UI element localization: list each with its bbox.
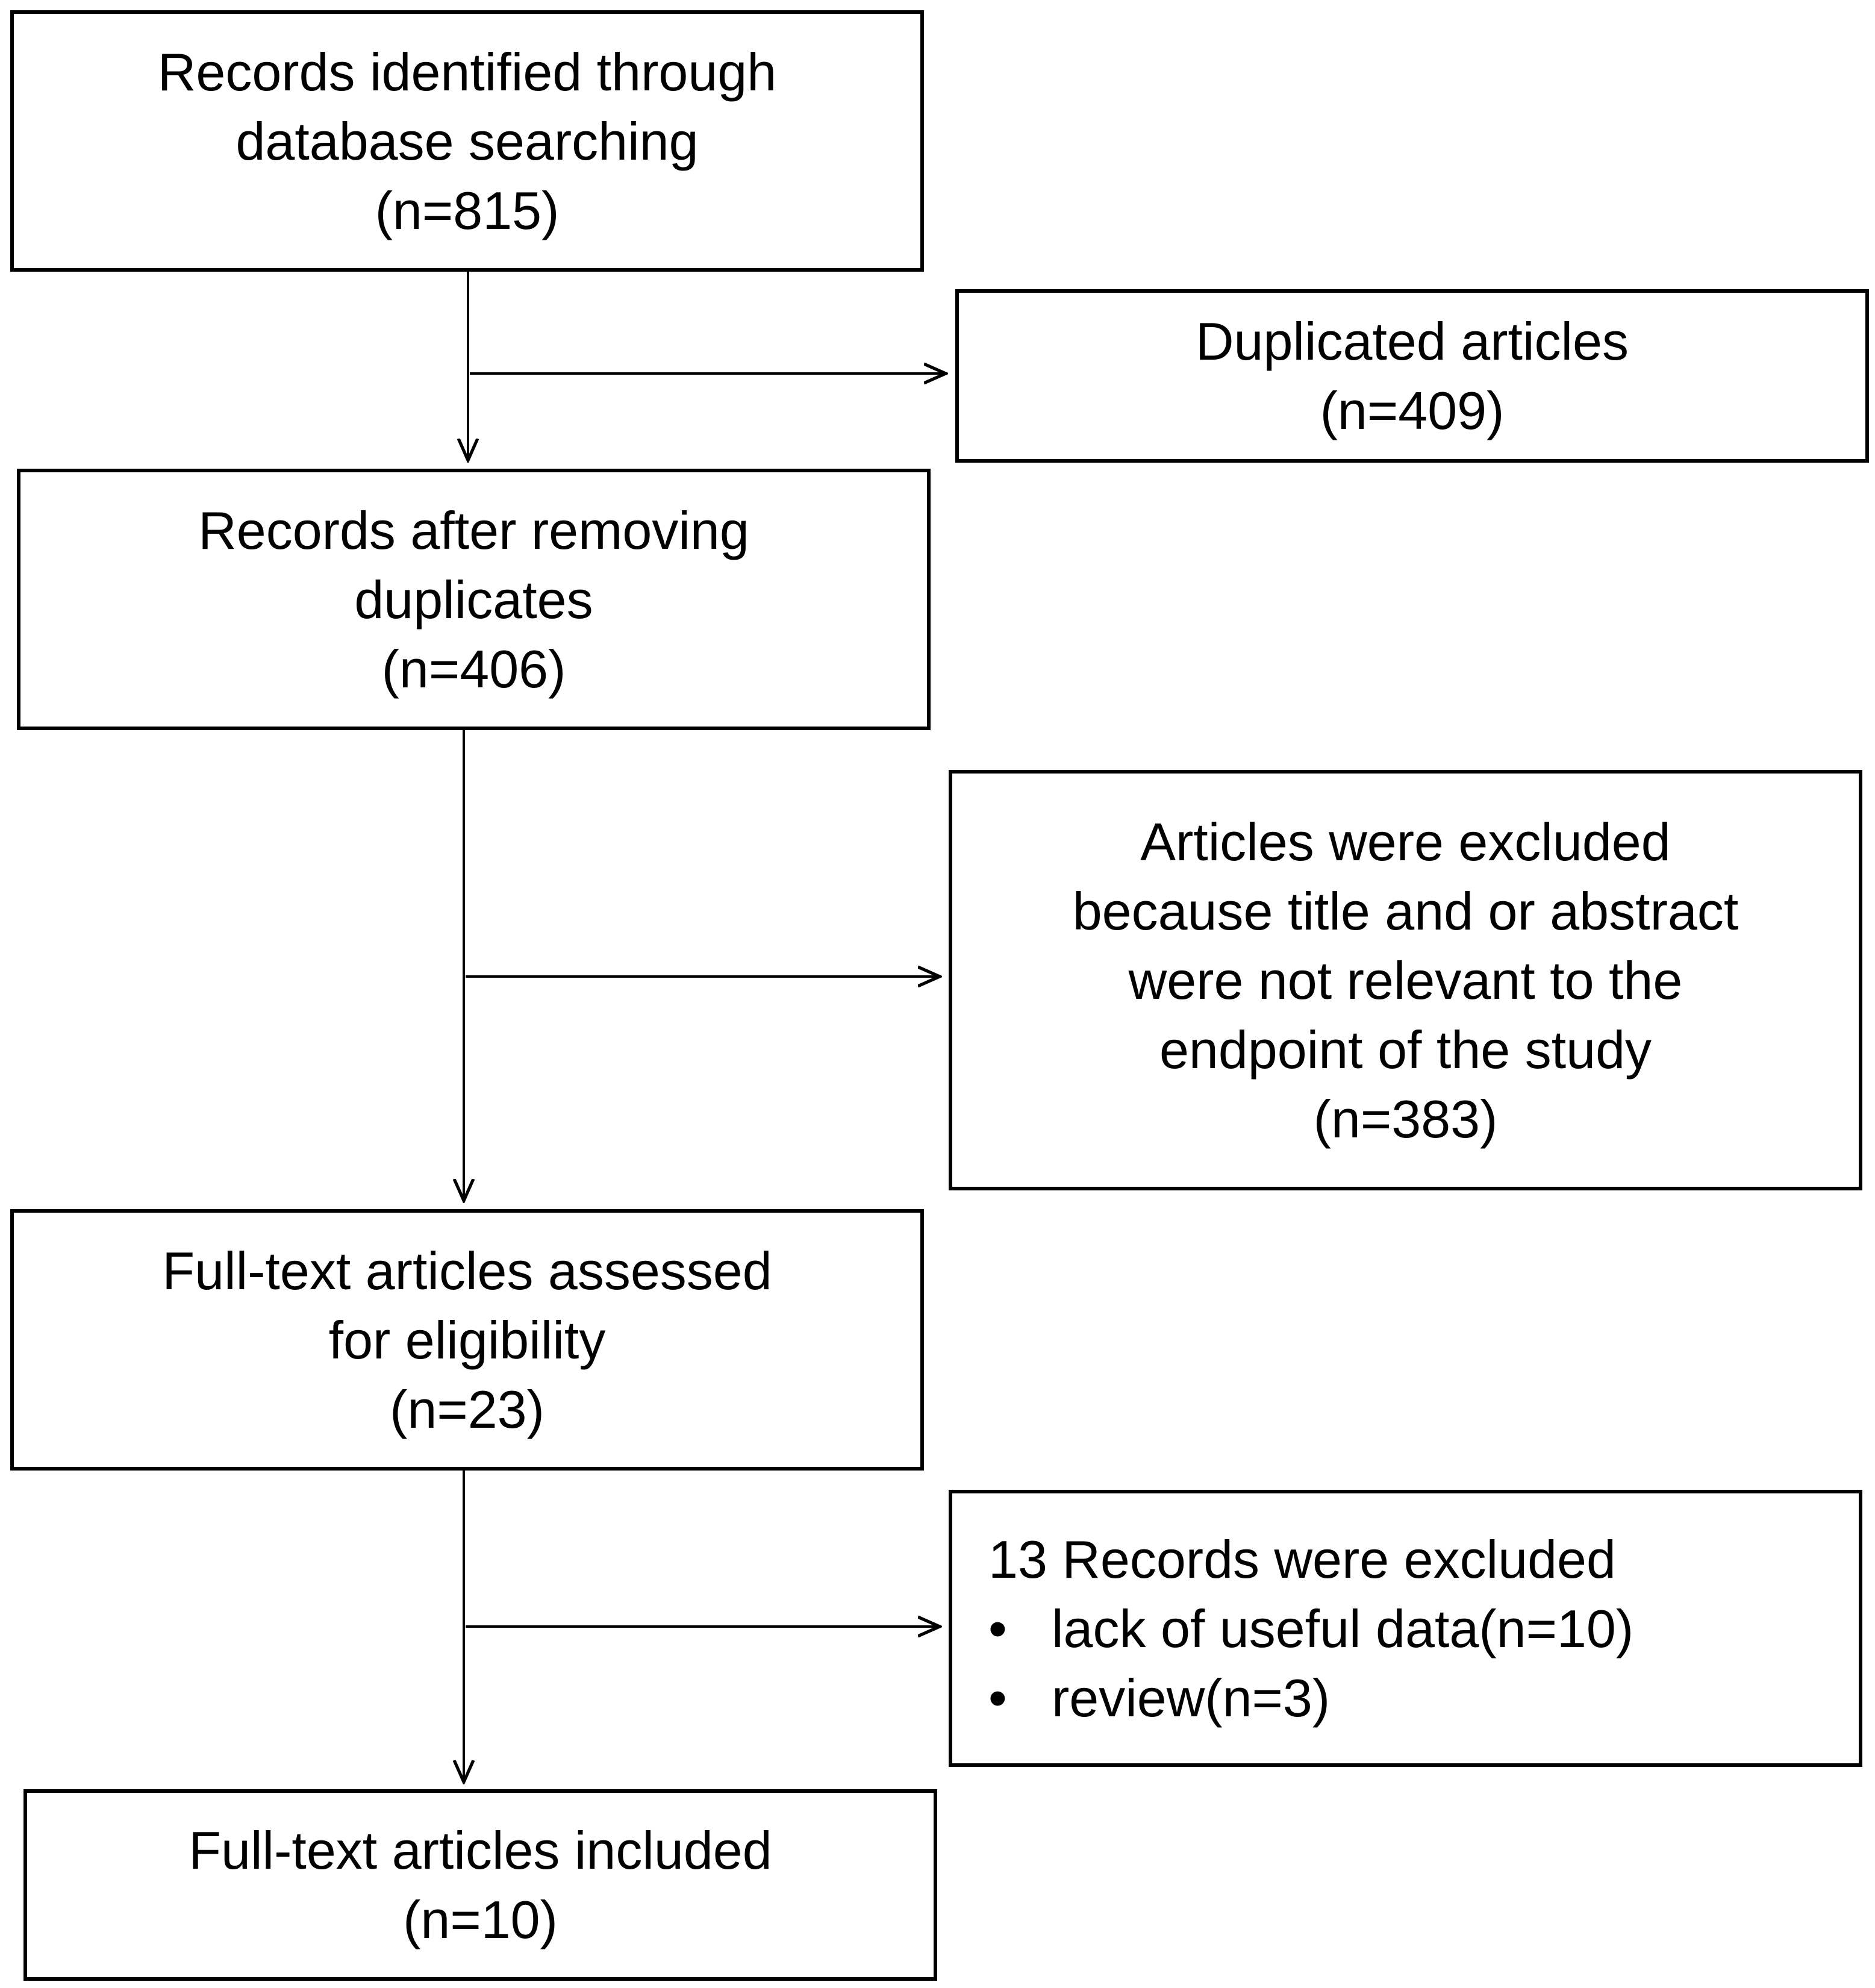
fulltext-assessed-count: (n=23) <box>390 1379 544 1439</box>
records-excluded-heading: 13 Records were excluded <box>988 1529 1616 1589</box>
records-after-removing-box: Records after removing duplicates (n=406… <box>17 469 931 730</box>
records-identified-line-1: Records identified through <box>157 42 777 102</box>
excluded-title-line-2: because title and or abstract <box>1072 881 1739 941</box>
fulltext-assessed-box: Full-text articles assessed for eligibil… <box>10 1209 924 1471</box>
records-excluded-bullet-2: • review(n=3) <box>988 1663 1330 1733</box>
excluded-title-line-4: endpoint of the study <box>1159 1019 1652 1080</box>
duplicated-articles-label: Duplicated articles <box>1196 311 1629 371</box>
duplicated-articles-box: Duplicated articles (n=409) <box>955 289 1869 463</box>
bullet-2-text: review(n=3) <box>1052 1668 1331 1728</box>
fulltext-included-count: (n=10) <box>403 1890 558 1949</box>
records-after-removing-count: (n=406) <box>381 639 566 699</box>
fulltext-included-label: Full-text articles included <box>189 1821 772 1880</box>
excluded-title-line-1: Articles were excluded <box>1140 811 1671 872</box>
records-identified-count: (n=815) <box>375 180 560 240</box>
records-excluded-box: 13 Records were excluded • lack of usefu… <box>949 1490 1862 1767</box>
records-after-removing-line-1: Records after removing <box>198 500 749 560</box>
fulltext-assessed-line-2: for eligibility <box>328 1310 606 1370</box>
bullet-1-marker: • <box>988 1598 1007 1658</box>
fulltext-assessed-line-1: Full-text articles assessed <box>162 1240 772 1301</box>
bullet-2-marker: • <box>988 1668 1007 1728</box>
records-excluded-bullet-1: • lack of useful data(n=10) <box>988 1594 1633 1663</box>
records-after-removing-line-2: duplicates <box>354 569 593 630</box>
fulltext-included-box: Full-text articles included (n=10) <box>23 1789 937 1981</box>
records-identified-box: Records identified through database sear… <box>10 10 924 272</box>
bullet-1-text: lack of useful data(n=10) <box>1052 1598 1634 1658</box>
duplicated-articles-count: (n=409) <box>1320 381 1505 440</box>
records-identified-line-2: database searching <box>236 111 699 171</box>
excluded-title-abstract-box: Articles were excluded because title and… <box>949 770 1862 1190</box>
excluded-title-count: (n=383) <box>1313 1089 1498 1149</box>
excluded-title-line-3: were not relevant to the <box>1128 950 1683 1010</box>
